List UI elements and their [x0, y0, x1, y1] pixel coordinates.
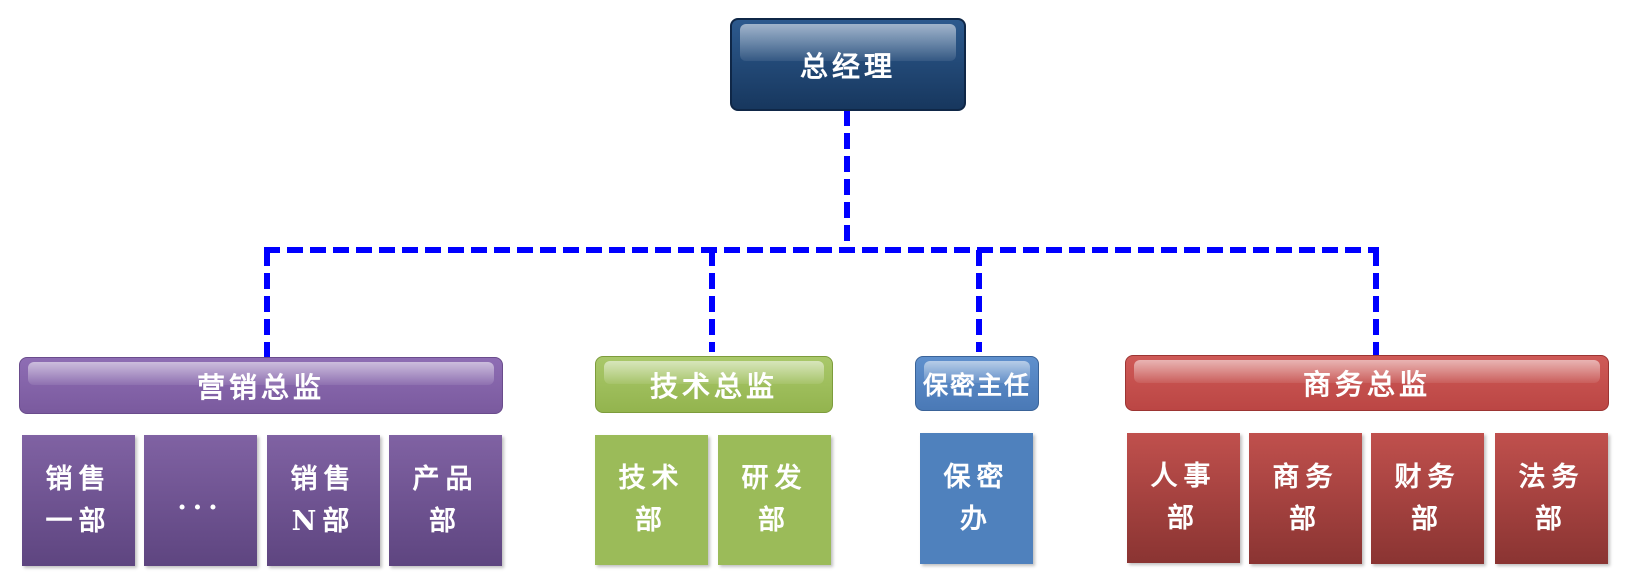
unit-marketing-3: 销售 N部	[267, 435, 380, 566]
unit-label: 商务 部	[1272, 461, 1339, 535]
dept-label-marketing: 营销总监	[196, 370, 325, 404]
unit-marketing-2: ...	[144, 435, 257, 566]
unit-label: 研发 部	[741, 463, 808, 536]
unit-marketing-4: 产品 部	[389, 435, 502, 566]
unit-label: 销售 一部	[45, 463, 112, 537]
unit-marketing-1: 销售 一部	[22, 435, 135, 566]
unit-tech-1: 技术 部	[595, 435, 708, 565]
dept-header-business: 商务总监	[1125, 355, 1609, 411]
unit-security-1: 保密 办	[920, 433, 1033, 564]
unit-business-1: 人事 部	[1127, 433, 1240, 563]
dept-header-marketing: 营销总监	[19, 357, 503, 414]
root-node: 总经理	[730, 18, 966, 111]
unit-label: 人事 部	[1150, 461, 1217, 534]
unit-label: 产品 部	[412, 463, 479, 537]
dept-header-security: 保密主任	[915, 356, 1039, 411]
unit-label: ...	[177, 484, 224, 516]
unit-business-2: 商务 部	[1249, 433, 1362, 564]
dept-label-business: 商务总监	[1302, 368, 1431, 401]
unit-tech-2: 研发 部	[718, 435, 831, 565]
unit-label: 财务 部	[1394, 461, 1461, 535]
root-label: 总经理	[799, 49, 896, 83]
dept-label-security: 保密主任	[922, 370, 1031, 400]
unit-business-3: 财务 部	[1371, 433, 1484, 564]
dept-header-tech: 技术总监	[595, 356, 833, 413]
dept-label-tech: 技术总监	[649, 369, 778, 403]
unit-label: 法务 部	[1518, 461, 1585, 535]
unit-business-4: 法务 部	[1495, 433, 1608, 564]
unit-label: 技术 部	[618, 463, 685, 536]
unit-label: 保密 办	[943, 461, 1010, 535]
unit-label: 销售 N部	[290, 463, 357, 537]
